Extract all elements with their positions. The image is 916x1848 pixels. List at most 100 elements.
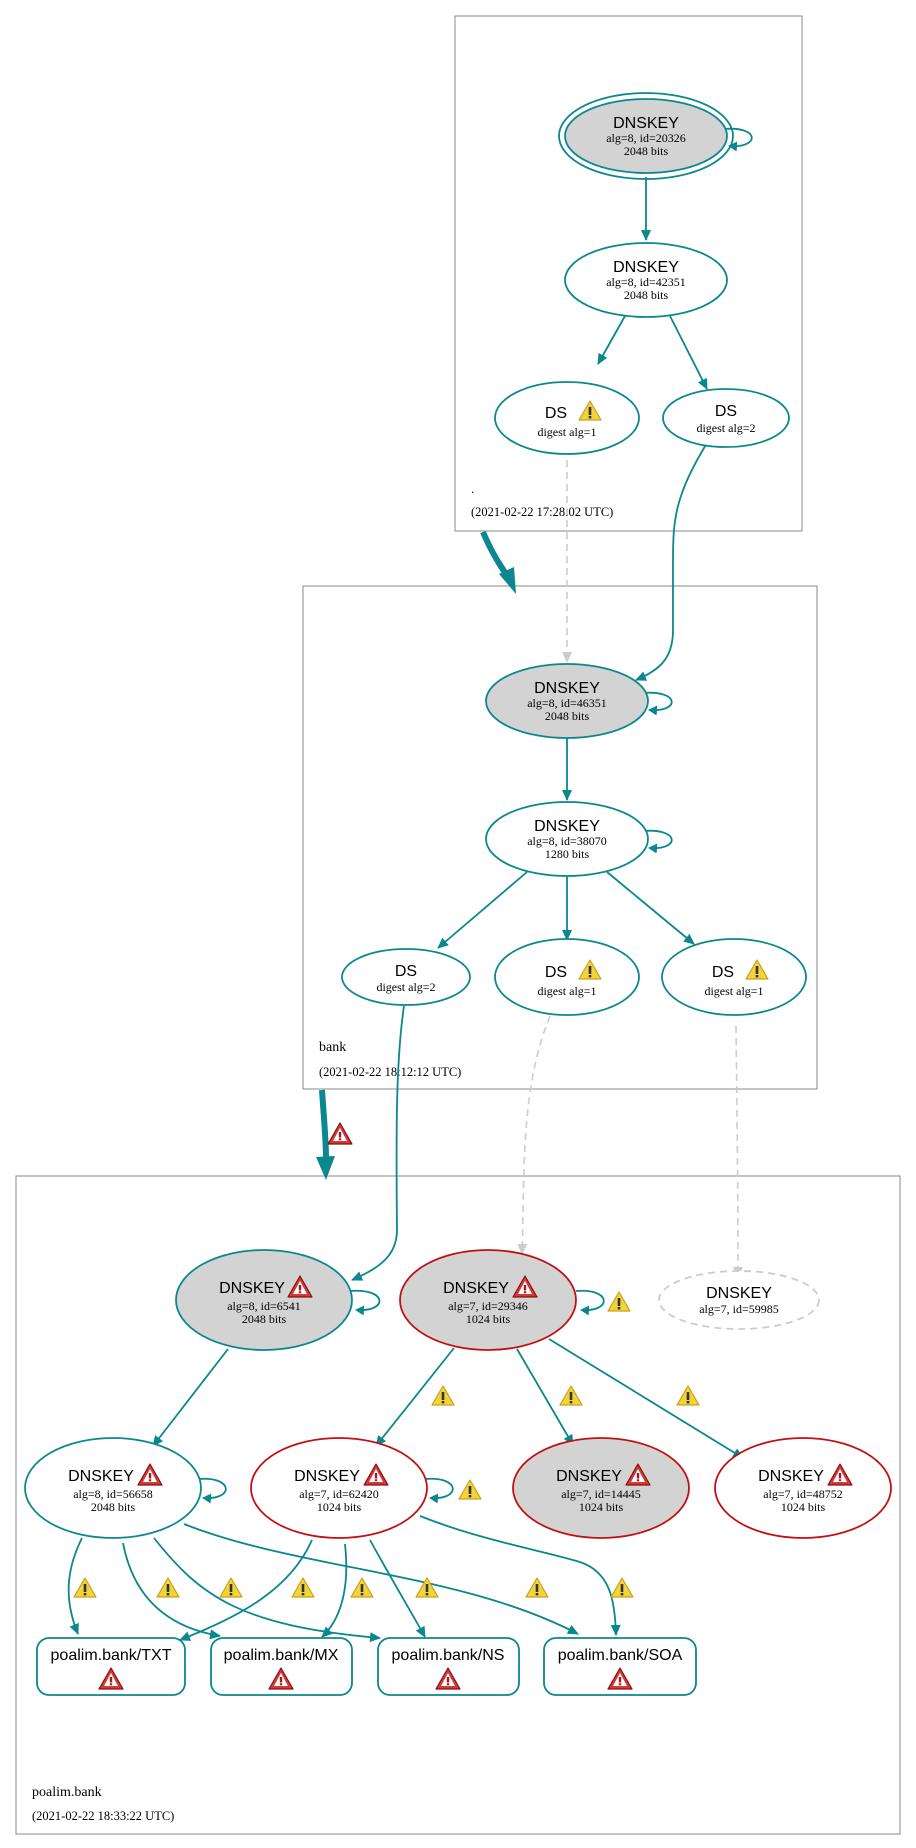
node-title: DNSKEY	[534, 680, 600, 697]
zone-poalim-name: poalim.bank	[32, 1785, 102, 1800]
self-loop-p-zsk2	[424, 1477, 454, 1504]
node-root-zsk[interactable]: DNSKEY alg=8, id=42351 2048 bits	[564, 242, 728, 318]
node-detail: 1024 bits	[317, 1500, 362, 1514]
node-poalim-missing-key-59985[interactable]: DNSKEY alg=7, id=59985	[658, 1270, 820, 1330]
warning-icon	[431, 1385, 455, 1406]
edge-zsk2-to-mx	[321, 1543, 348, 1638]
node-title: DNSKEY	[613, 259, 679, 276]
node-title: DNSKEY	[758, 1468, 824, 1485]
zone-bank-name: bank	[319, 1040, 346, 1055]
node-root-ksk[interactable]: DNSKEY alg=8, id=20326 2048 bits	[558, 92, 734, 180]
node-title: DS	[395, 963, 417, 980]
node-poalim-zsk-14445[interactable]: DNSKEY alg=7, id=14445 1024 bits	[512, 1437, 690, 1539]
warning-icon	[156, 1577, 180, 1598]
node-poalim-zsk-56658[interactable]: DNSKEY alg=8, id=56658 2048 bits	[24, 1437, 202, 1539]
rrset-ns[interactable]: poalim.bank/NS	[377, 1637, 520, 1696]
node-title: DS	[715, 403, 737, 420]
node-detail: alg=7, id=59985	[699, 1302, 779, 1316]
node-detail: 2048 bits	[91, 1500, 136, 1514]
node-detail: 1024 bits	[781, 1500, 826, 1514]
self-loop-p-zsk1	[197, 1477, 227, 1504]
error-icon	[327, 1122, 353, 1145]
edge-root-zsk-to-ds2	[669, 315, 708, 390]
self-loop-bank-ksk	[642, 691, 673, 716]
edge-bank-ds-b-to-p-ksk2	[517, 1015, 551, 1255]
rrset-label: poalim.bank/TXT	[51, 1647, 172, 1664]
zone-bank-box	[302, 585, 818, 1090]
node-detail: digest alg=1	[537, 984, 596, 998]
warning-icon	[559, 1385, 583, 1406]
zone-bank-timestamp: (2021-02-22 18:12:12 UTC)	[319, 1065, 461, 1079]
edge-root-ds2-to-bank-ksk	[635, 442, 708, 681]
warning-icon	[525, 1577, 549, 1598]
self-loop-p-ksk1	[349, 1289, 381, 1316]
self-loop-root-ksk	[723, 127, 753, 152]
node-title: DNSKEY	[534, 818, 600, 835]
node-poalim-ksk-29346[interactable]: DNSKEY alg=7, id=29346 1024 bits	[399, 1249, 577, 1351]
node-detail: 1024 bits	[579, 1500, 624, 1514]
node-poalim-ksk-6541[interactable]: DNSKEY alg=8, id=6541 2048 bits	[175, 1249, 353, 1351]
edge-root-zsk-to-ds1	[597, 315, 626, 365]
node-detail: alg=8, id=46351	[527, 696, 607, 710]
warning-icon	[607, 1291, 631, 1312]
edge-zsk2-to-soa	[419, 1515, 621, 1636]
node-root-ds-digest1[interactable]: DS digest alg=1	[494, 381, 640, 455]
node-poalim-zsk-62420[interactable]: DNSKEY alg=7, id=62420 1024 bits	[250, 1437, 428, 1539]
rrset-label: poalim.bank/SOA	[558, 1647, 683, 1664]
warning-icon	[291, 1577, 315, 1598]
node-detail: alg=7, id=29346	[448, 1299, 528, 1313]
node-poalim-zsk-48752[interactable]: DNSKEY alg=7, id=48752 1024 bits	[714, 1437, 892, 1539]
node-detail: alg=7, id=14445	[561, 1487, 641, 1501]
node-bank-ds-digest1-a[interactable]: DS digest alg=1	[494, 938, 640, 1016]
zone-poalim-box	[15, 1175, 901, 1835]
warning-icon	[458, 1479, 482, 1500]
node-detail: digest alg=1	[537, 425, 596, 439]
node-title: DNSKEY	[706, 1285, 772, 1302]
node-detail: digest alg=1	[704, 984, 763, 998]
rrset-label: poalim.bank/NS	[392, 1647, 505, 1664]
node-bank-ds-digest2[interactable]: DS digest alg=2	[341, 948, 471, 1006]
node-bank-ksk[interactable]: DNSKEY alg=8, id=46351 2048 bits	[485, 663, 649, 739]
edge-p-ksk2-to-zsk4	[548, 1338, 744, 1459]
node-detail: 2048 bits	[242, 1312, 287, 1326]
node-bank-zsk[interactable]: DNSKEY alg=8, id=38070 1280 bits	[485, 801, 649, 877]
node-detail: alg=8, id=20326	[606, 131, 686, 145]
edge-bank-ds-c-to-missing	[732, 1025, 743, 1278]
zone-root-timestamp: (2021-02-22 17:28:02 UTC)	[471, 505, 613, 519]
warning-icon	[73, 1577, 97, 1598]
node-title: DNSKEY	[556, 1468, 622, 1485]
warning-icon	[676, 1385, 700, 1406]
edge-zsk1-to-txt	[67, 1537, 83, 1635]
node-title: DNSKEY	[219, 1280, 285, 1297]
edge-bank-zsk-to-ds-a	[437, 871, 528, 949]
node-detail: 1024 bits	[466, 1312, 511, 1326]
node-title: DS	[712, 964, 734, 981]
node-root-ds-digest2[interactable]: DS digest alg=2	[662, 388, 790, 448]
node-title: DNSKEY	[68, 1468, 134, 1485]
zone-root-box	[454, 15, 803, 532]
zone-root-name: .	[471, 481, 474, 496]
node-title: DNSKEY	[613, 115, 679, 132]
delegation-bank-to-poalim	[319, 1089, 329, 1159]
rrset-label: poalim.bank/MX	[224, 1647, 339, 1664]
node-detail: digest alg=2	[696, 421, 755, 435]
node-title: DNSKEY	[443, 1280, 509, 1297]
self-loop-p-ksk2	[575, 1289, 605, 1316]
node-bank-ds-digest1-b[interactable]: DS digest alg=1	[661, 938, 807, 1016]
rrset-soa[interactable]: poalim.bank/SOA	[543, 1637, 697, 1696]
warning-icon	[610, 1577, 634, 1598]
node-detail: alg=8, id=38070	[527, 834, 607, 848]
node-detail: alg=7, id=48752	[763, 1487, 843, 1501]
rrset-txt[interactable]: poalim.bank/TXT	[36, 1637, 186, 1696]
edge-p-ksk2-to-zsk3	[516, 1348, 574, 1446]
node-detail: alg=8, id=56658	[73, 1487, 153, 1501]
zone-poalim-timestamp: (2021-02-22 18:33:22 UTC)	[32, 1809, 174, 1823]
edge-bank-zsk-to-ds-c	[606, 871, 695, 945]
node-detail: digest alg=2	[376, 980, 435, 994]
node-detail: alg=7, id=62420	[299, 1487, 379, 1501]
node-title: DS	[545, 964, 567, 981]
node-detail: alg=8, id=6541	[227, 1299, 301, 1313]
node-detail: 2048 bits	[624, 144, 669, 158]
rrset-mx[interactable]: poalim.bank/MX	[210, 1637, 353, 1696]
